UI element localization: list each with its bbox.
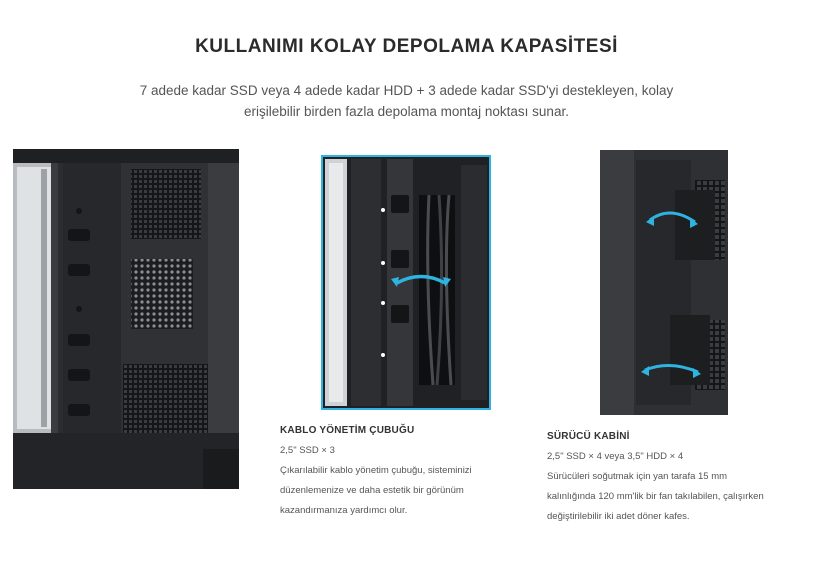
- feature-title: SÜRÜCÜ KABİNİ: [547, 431, 630, 442]
- feature-desc-line-1: Çıkarılabilir kablo yönetim çubuğu, sist…: [280, 465, 472, 476]
- feature-spec: 2,5" SSD × 3: [280, 445, 335, 456]
- feature-desc-line-3: kazandırmanıza yardımcı olur.: [280, 505, 408, 516]
- feature-desc-line-1: Sürücüleri soğutmak için yan tarafa 15 m…: [547, 471, 728, 482]
- feature-cable-bar: KABLO YÖNETİM ÇUBUĞU 2,5" SSD × 3 Çıkarı…: [280, 421, 530, 521]
- feature-desc-line-2: kalınlığında 120 mm'lik bir fan takılabi…: [547, 491, 764, 502]
- feature-title: KABLO YÖNETİM ÇUBUĞU: [280, 425, 415, 436]
- case-interior-image: [13, 149, 239, 489]
- drive-cage-image: [600, 150, 728, 415]
- feature-desc-line-3: değiştirilebilir iki adet döner kafes.: [547, 511, 690, 522]
- feature-drive-cage: SÜRÜCÜ KABİNİ 2,5" SSD × 4 veya 3,5" HDD…: [547, 427, 812, 527]
- section-title: KULLANIMI KOLAY DEPOLAMA KAPASİTESİ: [195, 36, 618, 57]
- feature-spec: 2,5" SSD × 4 veya 3,5" HDD × 4: [547, 451, 684, 462]
- section-subtitle: 7 adede kadar SSD veya 4 adede kadar HDD…: [120, 80, 693, 122]
- feature-desc-line-2: düzenlemenize ve daha estetik bir görünü…: [280, 485, 464, 496]
- cable-bar-image: [321, 155, 491, 410]
- subtitle-line-2: erişilebilir birden fazla depolama monta…: [244, 104, 569, 119]
- subtitle-line-1: 7 adede kadar SSD veya 4 adede kadar HDD…: [139, 83, 674, 98]
